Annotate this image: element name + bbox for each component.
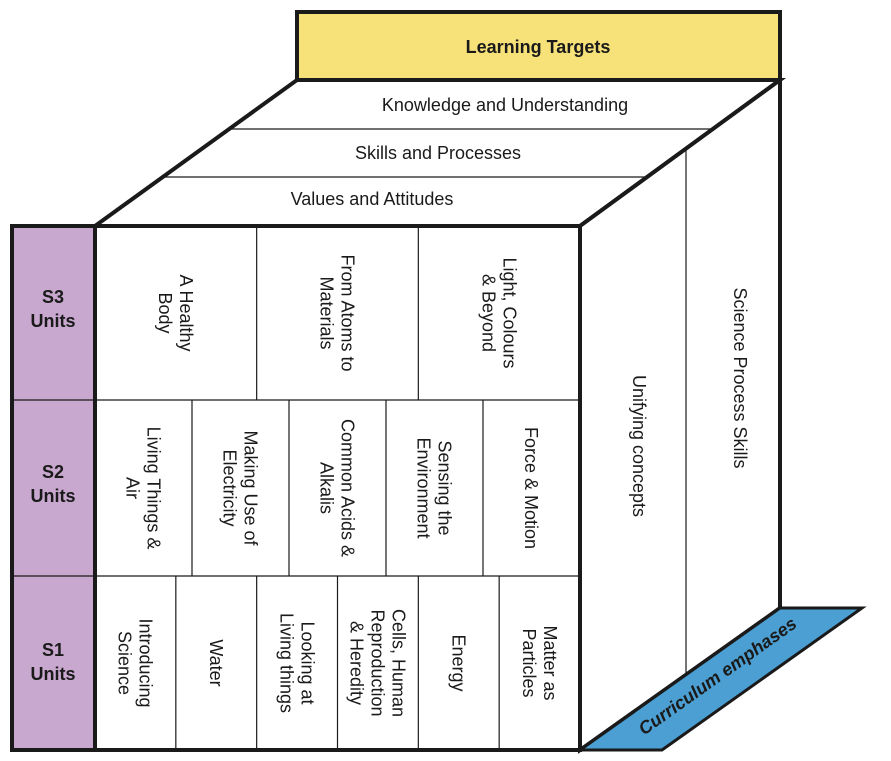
s2-units-label-line1: S2: [42, 462, 64, 482]
s2-unit-label-line: Alkalis: [317, 462, 337, 514]
s1-unit-label-line: Cells, Human: [389, 609, 409, 717]
units-sidebar-box: [10, 224, 97, 752]
s1-unit-label-line: Energy: [448, 634, 468, 691]
s1-unit-label: Looking atLiving things: [276, 613, 317, 713]
s3-unit-cell: Light, Colours& Beyond: [478, 257, 519, 368]
s3-unit-cell: From Atoms toMaterials: [317, 254, 358, 371]
s1-units-label-line1: S1: [42, 640, 64, 660]
s2-unit-label-line: Living Things &: [144, 427, 164, 550]
s1-unit-label-line: Looking at: [297, 621, 317, 704]
s2-unit-cell: Force & Motion: [521, 427, 541, 549]
s1-unit-label: IntroducingScience: [115, 618, 156, 707]
s2-unit-label-line: Electricity: [220, 449, 240, 526]
s1-unit-label: Matter asParticles: [519, 625, 560, 700]
s2-unit-label-line: Common Acids &: [338, 419, 358, 557]
s2-unit-label: Making Use ofElectricity: [220, 430, 261, 546]
s2-unit-cell: Living Things &Air: [123, 427, 164, 550]
learning-target-knowledge: Knowledge and Understanding: [382, 95, 628, 115]
s1-unit-label-line: Living things: [276, 613, 296, 713]
learning-targets-box: [295, 10, 782, 82]
s1-unit-cell: IntroducingScience: [115, 618, 156, 707]
s2-unit-cell: Making Use ofElectricity: [220, 430, 261, 546]
s1-unit-label-line: Matter as: [540, 625, 560, 700]
s2-unit-label: Sensing theEnvironment: [414, 437, 455, 538]
front-face: A HealthyBody From Atoms toMaterials Light…: [93, 224, 582, 752]
s2-unit-label-line: Sensing the: [435, 440, 455, 535]
emphasis-science-process-skills: Science Process Skills: [730, 287, 750, 468]
s1-unit-label: Energy: [448, 634, 468, 691]
emphasis-unifying-concepts: Unifying concepts: [629, 375, 649, 517]
s1-unit-cell: Water: [206, 639, 226, 686]
s3-units-label-line1: S3: [42, 287, 64, 307]
s2-unit-cell: Common Acids &Alkalis: [317, 419, 358, 557]
s1-unit-cell: Energy: [448, 634, 468, 691]
s2-unit-label: Living Things &Air: [123, 427, 164, 550]
s3-unit-label-line: From Atoms to: [338, 254, 358, 371]
s1-unit-cell: Matter asParticles: [519, 625, 560, 700]
s1-unit-cell: Cells, HumanReproduction& Heredity: [347, 609, 409, 717]
s1-unit-label: Cells, HumanReproduction& Heredity: [347, 609, 409, 717]
s2-unit-label-line: Force & Motion: [521, 427, 541, 549]
s1-unit-label-line: Reproduction: [368, 609, 388, 716]
year-units-sidebar: S3 Units S2 Units S1 Units: [10, 224, 97, 752]
s1-unit-cell: Looking atLiving things: [276, 613, 317, 713]
s1-unit-label-line: Introducing: [136, 618, 156, 707]
s1-unit-label: Water: [206, 639, 226, 686]
s1-unit-label-line: Science: [115, 631, 135, 695]
s3-unit-label-line: Body: [155, 292, 175, 333]
s3-unit-label-line: A Healthy: [176, 274, 196, 351]
s2-units-label-line2: Units: [31, 486, 76, 506]
s3-unit-label: A HealthyBody: [155, 274, 196, 351]
unit-cells: A HealthyBody From Atoms toMaterials Light…: [115, 226, 560, 750]
s3-units-label-line2: Units: [31, 311, 76, 331]
s2-unit-label-line: Making Use of: [241, 430, 261, 546]
s2-unit-label: Force & Motion: [521, 427, 541, 549]
s3-unit-label-line: & Beyond: [478, 274, 498, 352]
s2-unit-label-line: Environment: [414, 437, 434, 538]
s1-unit-label-line: Water: [206, 639, 226, 686]
learning-targets-title: Learning Targets: [466, 37, 611, 57]
learning-target-skills: Skills and Processes: [355, 143, 521, 163]
s3-unit-label-line: Materials: [317, 276, 337, 349]
s1-unit-label-line: & Heredity: [347, 621, 367, 705]
learning-target-values: Values and Attitudes: [291, 189, 454, 209]
curriculum-emphases-box: [575, 606, 867, 752]
s3-unit-cell: A HealthyBody: [155, 274, 196, 351]
s3-unit-label: Light, Colours& Beyond: [478, 257, 519, 368]
s1-unit-label-line: Particles: [519, 628, 539, 697]
s2-unit-cell: Sensing theEnvironment: [414, 437, 455, 538]
s1-units-label-line2: Units: [31, 664, 76, 684]
s2-unit-label: Common Acids &Alkalis: [317, 419, 358, 557]
s2-unit-label-line: Air: [123, 477, 143, 499]
s3-unit-label-line: Light, Colours: [499, 257, 519, 368]
learning-targets-header: Learning Targets: [295, 10, 782, 82]
s3-unit-label: From Atoms toMaterials: [317, 254, 358, 371]
